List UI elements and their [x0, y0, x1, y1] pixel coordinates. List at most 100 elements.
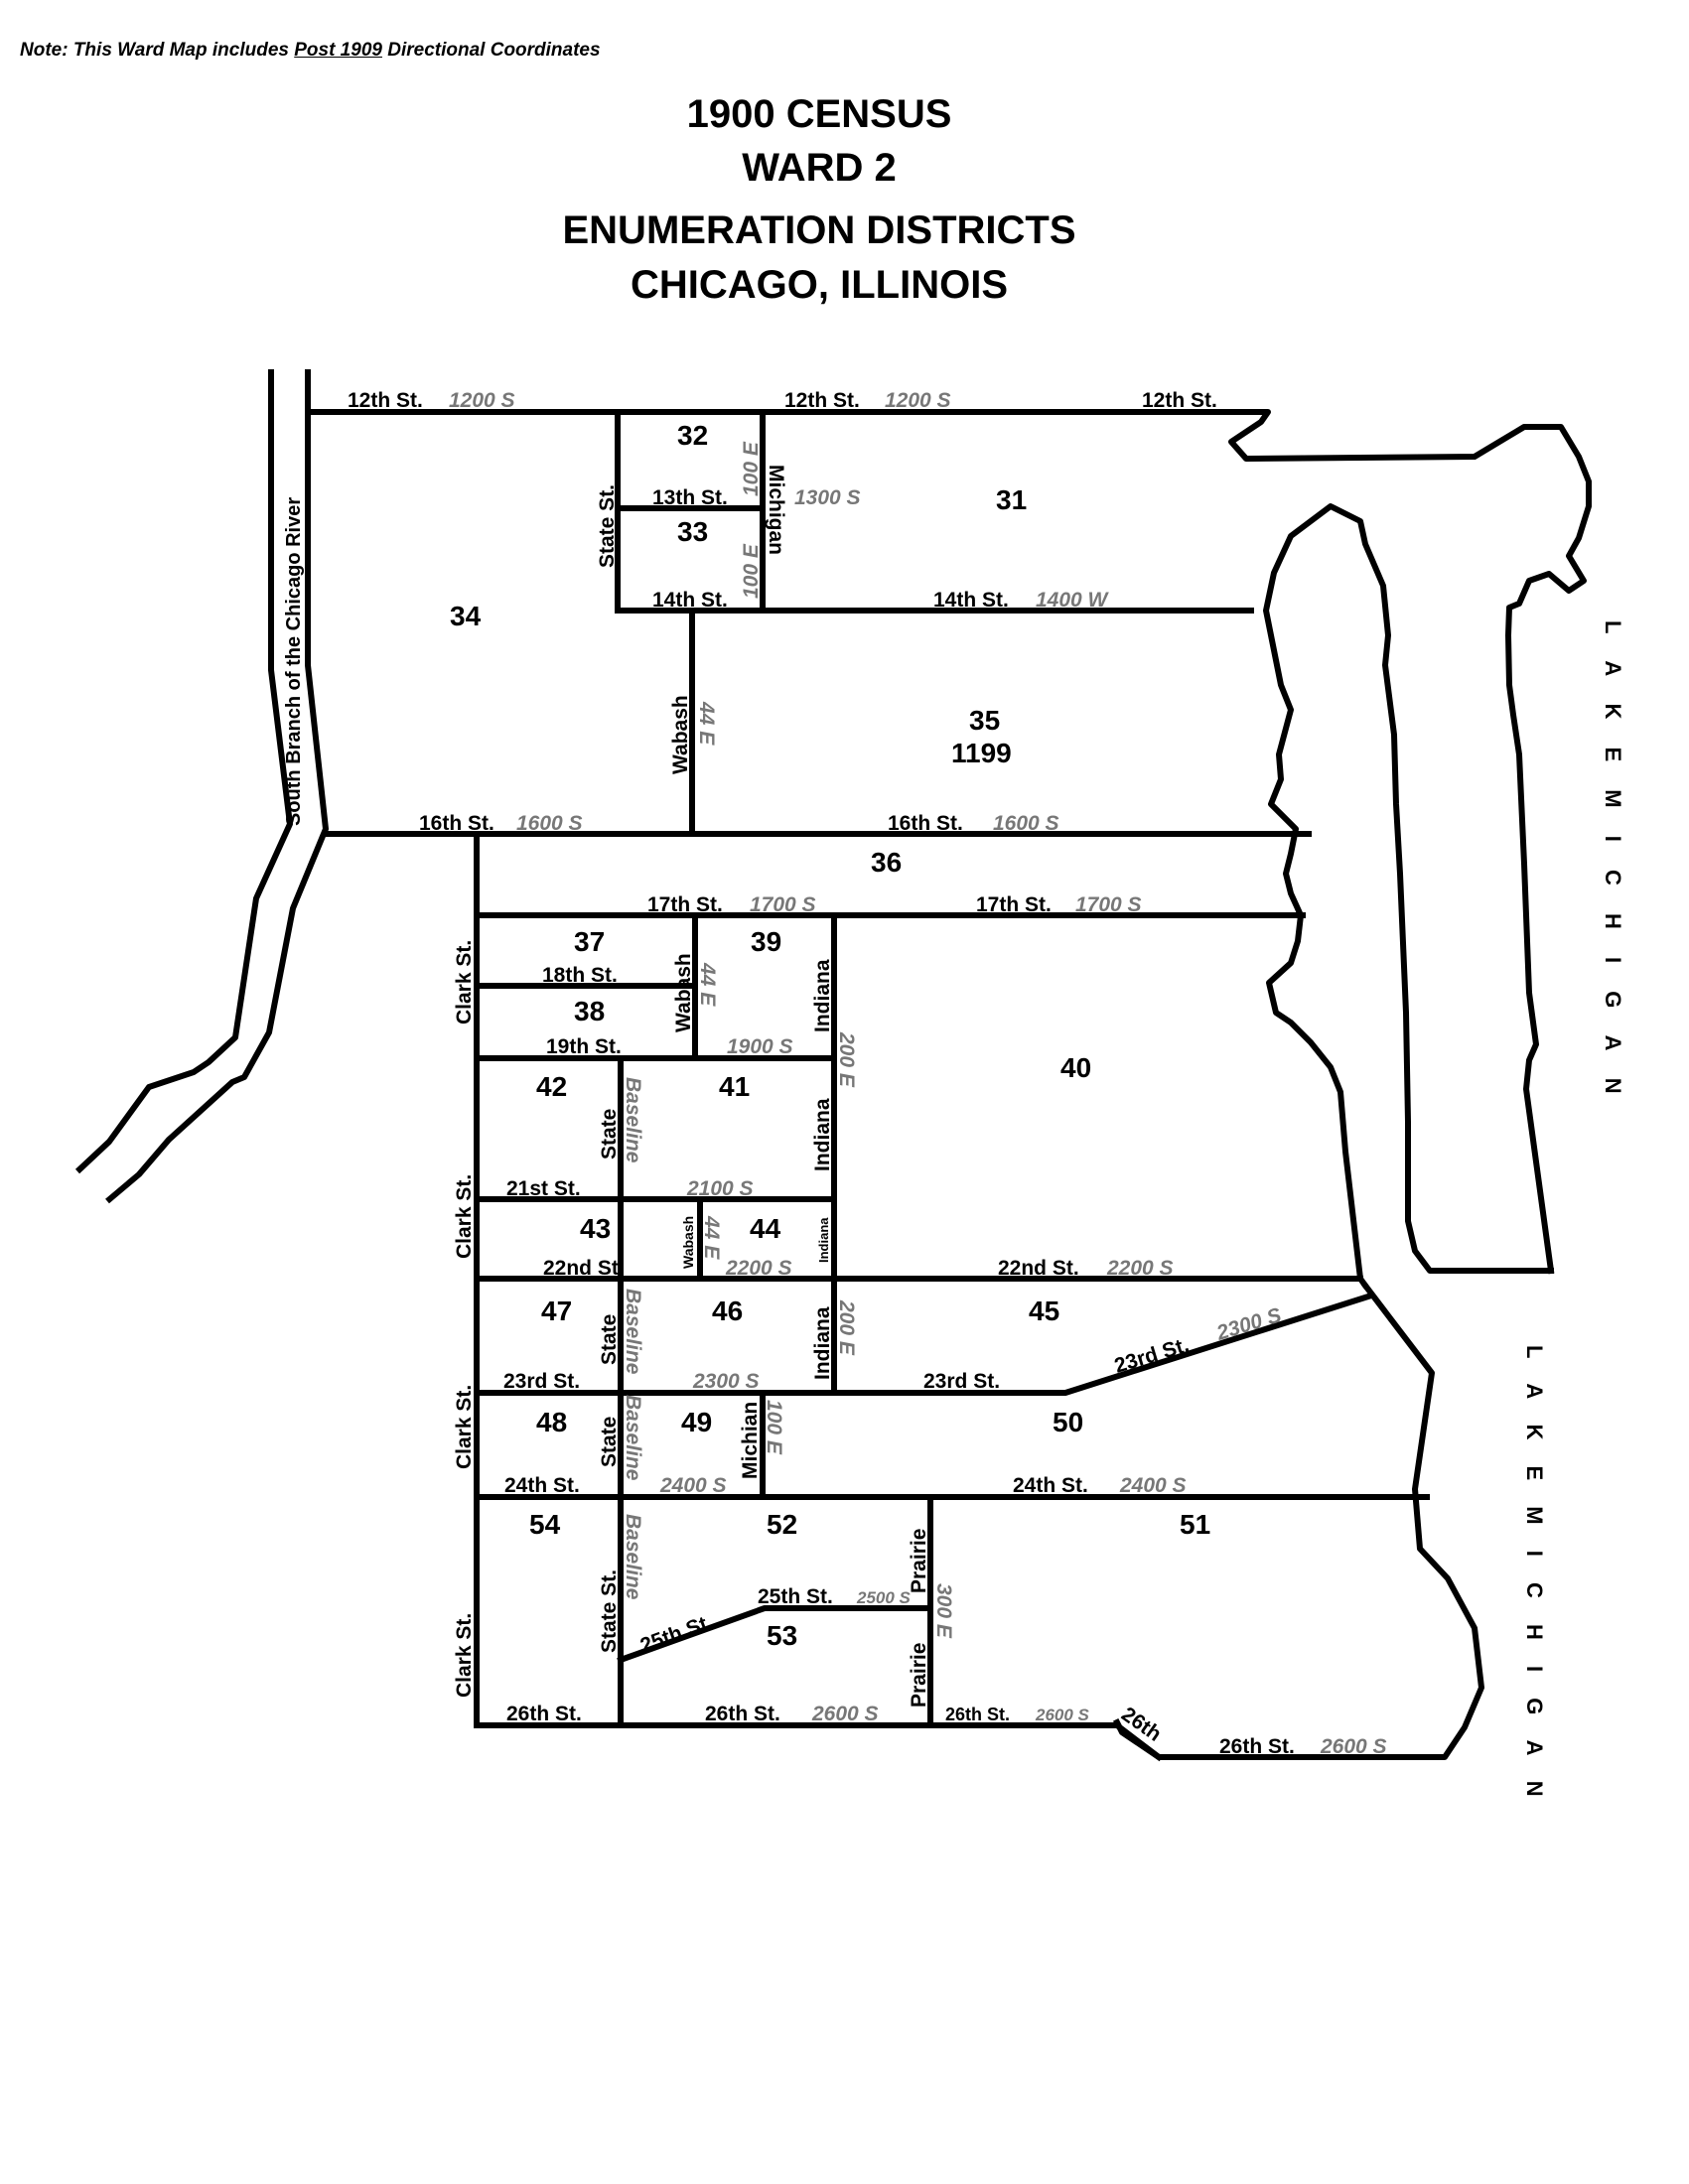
- note-post-1909: Post 1909: [294, 40, 382, 61]
- coord-1700-b: 1700 S: [1075, 893, 1142, 916]
- coord-baseline-3: Baseline: [622, 1395, 644, 1481]
- district-51: 51: [1180, 1509, 1210, 1540]
- label-indiana-4: Indiana: [811, 1306, 834, 1380]
- coord-100e-a: 100 E: [740, 441, 763, 496]
- district-35-sub: 1199: [951, 738, 1012, 768]
- label-26th-st-c: 26th St.: [945, 1705, 1010, 1724]
- label-17th-st-a: 17th St.: [647, 893, 723, 916]
- district-40: 40: [1060, 1052, 1091, 1083]
- coord-2600-c: 2600 S: [1320, 1735, 1387, 1758]
- label-24th-st-a: 24th St.: [504, 1474, 580, 1497]
- label-clark-st-4: Clark St.: [453, 1613, 476, 1698]
- district-43: 43: [580, 1213, 611, 1244]
- coord-2200-a: 2200 S: [725, 1257, 792, 1280]
- district-41: 41: [719, 1071, 750, 1102]
- label-state-st-5: State St.: [598, 1570, 621, 1653]
- coord-baseline-4: Baseline: [622, 1514, 644, 1600]
- label-12th-st-a: 12th St.: [348, 389, 423, 412]
- label-wabash-3: Wabash: [680, 1216, 696, 1269]
- label-26th-st-a: 26th St.: [506, 1703, 582, 1725]
- map-note: Note: This Ward Map includes Post 1909 D…: [20, 40, 601, 61]
- river-west-bank: [74, 369, 293, 1174]
- title-city: CHICAGO, ILLINOIS: [631, 263, 1008, 307]
- district-32: 32: [677, 420, 708, 451]
- district-52: 52: [767, 1509, 797, 1540]
- label-23rd-st-c: 23rd St.: [1112, 1333, 1192, 1378]
- river-east-bank: [105, 369, 329, 1204]
- coord-1600-b: 1600 S: [993, 812, 1059, 835]
- label-13th-st: 13th St.: [652, 486, 728, 509]
- coord-44e-b: 44 E: [696, 962, 719, 1007]
- label-14th-st-b: 14th St.: [933, 589, 1009, 612]
- label-state-3: State: [598, 1314, 621, 1365]
- label-wabash-2: Wabash: [672, 953, 695, 1032]
- coord-1300: 1300 S: [794, 486, 861, 509]
- label-indiana-3: Indiana: [816, 1217, 831, 1263]
- label-indiana-1: Indiana: [811, 959, 834, 1032]
- district-36: 36: [871, 847, 902, 878]
- label-12th-st-b: 12th St.: [784, 389, 860, 412]
- district-31: 31: [996, 484, 1027, 515]
- coord-2400-b: 2400 S: [1119, 1474, 1187, 1497]
- coord-2500: 2500 S: [856, 1588, 912, 1607]
- coord-baseline-2: Baseline: [622, 1289, 644, 1375]
- label-16th-st-a: 16th St.: [419, 812, 494, 835]
- coord-2100: 2100 S: [686, 1177, 754, 1200]
- district-53: 53: [767, 1620, 797, 1651]
- coord-2600-b: 2600 S: [1035, 1706, 1090, 1724]
- label-wabash-1: Wabash: [669, 695, 692, 774]
- district-49: 49: [681, 1407, 712, 1437]
- label-prairie-2: Prairie: [908, 1643, 930, 1707]
- coord-1200-a: 1200 S: [449, 389, 515, 412]
- district-35: 35: [969, 705, 1000, 736]
- road-25th-st: [617, 1605, 933, 1664]
- district-38: 38: [574, 996, 605, 1026]
- label-michigan-1: Michigan: [765, 465, 787, 555]
- label-clark-st-3: Clark St.: [453, 1385, 476, 1469]
- title-enumeration: ENUMERATION DISTRICTS: [562, 208, 1076, 252]
- label-clark-st-1: Clark St.: [453, 940, 476, 1024]
- label-indiana-2: Indiana: [811, 1098, 834, 1171]
- label-17th-st-b: 17th St.: [976, 893, 1052, 916]
- road-23rd-st: [474, 1292, 1375, 1396]
- coord-2200-b: 2200 S: [1106, 1257, 1174, 1280]
- coord-200e-a: 200 E: [835, 1031, 858, 1088]
- coord-44e-a: 44 E: [695, 701, 718, 746]
- district-48: 48: [536, 1407, 567, 1437]
- district-39: 39: [751, 926, 781, 957]
- label-michigan-2: Michian: [739, 1402, 762, 1479]
- road-26th-st: [474, 1722, 1164, 1762]
- lake-label-upper: L A K E M I C H I G A N: [1601, 620, 1625, 1105]
- label-state-st-1: State St.: [596, 484, 619, 568]
- label-26th-d: 26th: [1117, 1703, 1166, 1746]
- label-22nd-st-a: 22nd St.: [543, 1257, 625, 1280]
- road-12th-st: [305, 409, 1592, 1275]
- coord-200e-b: 200 E: [835, 1299, 858, 1356]
- district-33: 33: [677, 516, 708, 547]
- district-44: 44: [750, 1213, 781, 1244]
- coord-2300-b: 2300 S: [1213, 1303, 1284, 1345]
- label-26th-st-e: 26th St.: [1219, 1735, 1295, 1758]
- label-25th-st-b: 25th St.: [758, 1585, 833, 1608]
- coord-2300-a: 2300 S: [692, 1370, 760, 1393]
- label-19th-st: 19th St.: [546, 1035, 622, 1058]
- coord-100e-c: 100 E: [763, 1400, 785, 1455]
- label-state-4: State: [598, 1417, 621, 1467]
- district-42: 42: [536, 1071, 567, 1102]
- label-clark-st-2: Clark St.: [453, 1174, 476, 1259]
- coord-1600-a: 1600 S: [516, 812, 583, 835]
- label-14th-st-a: 14th St.: [652, 589, 728, 612]
- district-50: 50: [1053, 1407, 1083, 1437]
- title-ward: WARD 2: [742, 146, 897, 190]
- label-16th-st-b: 16th St.: [888, 812, 963, 835]
- district-34: 34: [450, 601, 482, 631]
- coord-1200-b: 1200 S: [885, 389, 951, 412]
- district-45: 45: [1029, 1296, 1059, 1326]
- label-prairie-1: Prairie: [908, 1529, 930, 1593]
- coord-2600-a: 2600 S: [811, 1703, 879, 1725]
- coord-1700-a: 1700 S: [750, 893, 816, 916]
- lake-inlet-shore: [1263, 503, 1554, 1291]
- label-25th-st-a: 25th St.: [637, 1610, 716, 1658]
- district-46: 46: [712, 1296, 743, 1326]
